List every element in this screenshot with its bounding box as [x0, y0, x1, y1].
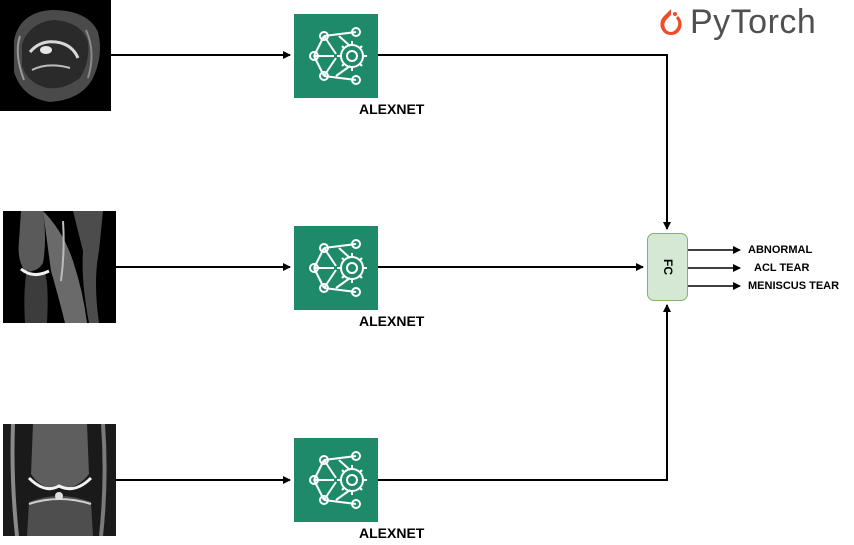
- output-label-acl-tear: ACL TEAR: [754, 262, 810, 274]
- fc-node: FC: [647, 233, 688, 301]
- arrow-model1-to-fc: [378, 54, 671, 230]
- neural-network-gear-icon: [309, 27, 367, 85]
- pytorch-flame-icon: [660, 9, 682, 35]
- pytorch-logo: PyTorch: [658, 2, 816, 42]
- pytorch-logo-text: PyTorch: [690, 2, 817, 41]
- model-label-2: ALEXNET: [359, 313, 425, 329]
- model-box-3: [294, 438, 378, 522]
- model-box-1: [294, 14, 378, 98]
- model-label-3: ALEXNET: [359, 525, 425, 541]
- mri-axial-image: [0, 0, 111, 111]
- output-label-meniscus-tear: MENISCUS TEAR: [748, 280, 840, 292]
- neural-network-gear-icon: [309, 451, 367, 509]
- mri-sagittal-image: [3, 211, 116, 323]
- neural-network-gear-icon: [309, 239, 367, 297]
- arrow-model3-to-fc: [378, 304, 671, 481]
- mri-coronal-image: [3, 424, 116, 536]
- output-label-abnormal: ABNORMAL: [748, 244, 813, 256]
- fc-label: FC: [660, 259, 675, 275]
- model-label-1: ALEXNET: [359, 101, 425, 117]
- model-box-2: [294, 226, 378, 310]
